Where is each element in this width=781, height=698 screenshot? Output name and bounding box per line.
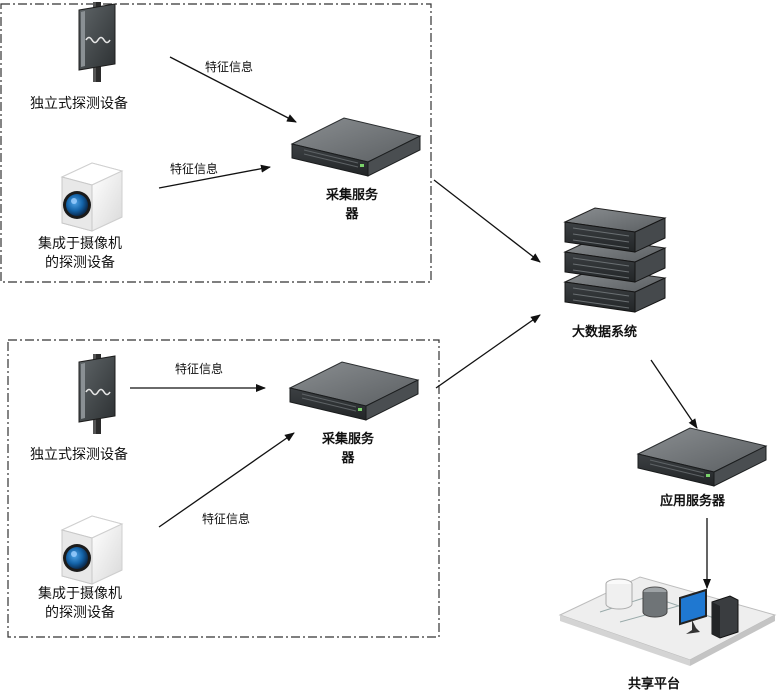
standalone-detector-label: 独立式探测设备	[30, 447, 128, 463]
standalone-detector-icon	[78, 1, 116, 83]
collection-server-label: 采集服务 器	[322, 430, 374, 468]
group1-boundary	[0, 3, 432, 283]
arrow-g2-camera-to-server	[158, 432, 295, 528]
group2-boundary	[7, 339, 440, 638]
arrow-bigdata-to-appserver	[650, 359, 698, 429]
arrow-g1-camera-to-server	[158, 164, 271, 189]
standalone-detector-label: 独立式探测设备	[30, 96, 128, 112]
camera-detector-icon	[61, 515, 123, 585]
edge-label-feature-info: 特征信息	[175, 362, 224, 376]
application-server-label: 应用服务器	[660, 494, 726, 509]
camera-detector-label: 集成于摄像机 的探测设备	[38, 235, 122, 273]
edge-label-feature-info: 特征信息	[202, 512, 251, 526]
big-data-system-label: 大数据系统	[572, 325, 638, 340]
arrow-g1-server-to-bigdata	[433, 179, 541, 263]
collection-server-label: 采集服务 器	[326, 186, 378, 224]
camera-detector-label-line2: 的探测设备	[45, 605, 115, 621]
camera-detector-label-line1: 集成于摄像机	[38, 236, 122, 252]
camera-detector-label: 集成于摄像机 的探测设备	[38, 585, 122, 623]
edge-label-feature-info: 特征信息	[170, 162, 219, 176]
edge-label-feature-info: 特征信息	[205, 60, 254, 74]
collection-server-label-line1: 采集服务	[326, 188, 379, 203]
camera-detector-label-line1: 集成于摄像机	[38, 586, 122, 602]
arrow-g2-server-to-bigdata	[435, 314, 541, 389]
application-server-icon	[637, 427, 767, 487]
camera-detector-icon	[61, 162, 123, 232]
standalone-detector-icon	[78, 353, 116, 435]
camera-detector-label-line2: 的探测设备	[45, 255, 115, 271]
collection-server-label-line2: 器	[345, 207, 359, 222]
big-data-server-stack-icon	[564, 207, 666, 313]
collection-server-icon	[291, 117, 421, 177]
arrow-g1-detector-to-server	[169, 56, 297, 123]
collection-server-icon	[289, 361, 419, 421]
collection-server-label-line1: 采集服务	[322, 432, 375, 447]
collection-server-label-line2: 器	[341, 451, 355, 466]
shared-platform-icon	[558, 576, 777, 666]
shared-platform-label: 共享平台	[628, 677, 681, 692]
